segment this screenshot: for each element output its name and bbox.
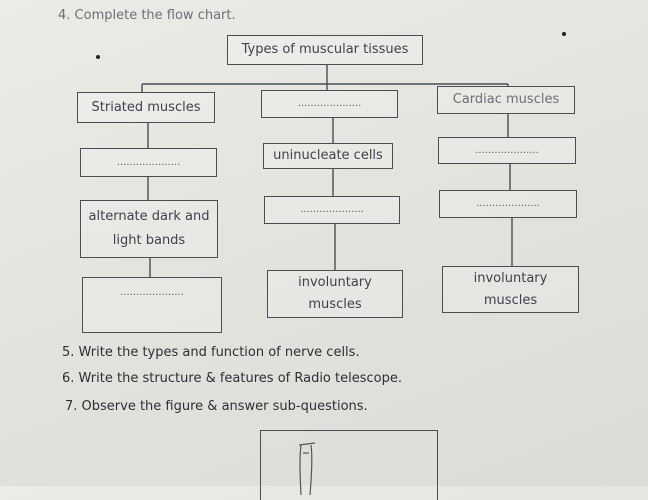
root-label: Types of muscular tissues <box>241 42 409 58</box>
question-7: 7. Observe the figure & answer sub-quest… <box>65 399 368 414</box>
figure-box <box>260 430 438 500</box>
col2-row3-blank-box: .................... <box>264 196 400 224</box>
col1-row2-blank-box: .................... <box>80 148 217 177</box>
col3-row4-line2: muscles <box>483 292 538 308</box>
col3-row4-box: involuntary muscles <box>442 266 579 313</box>
col3-row3-blank-box: .................... <box>439 190 577 218</box>
col3-row2-blank: .................... <box>475 144 539 156</box>
col1-row4-blank: .................... <box>120 287 184 298</box>
col2-row2-label: uninucleate cells <box>273 148 383 164</box>
col1-row3-line2: light bands <box>112 233 186 248</box>
col3-title-label: Cardiac muscles <box>452 92 560 108</box>
bullet-dot-left <box>96 55 100 59</box>
col1-title-label: Striated muscles <box>91 99 201 115</box>
col2-row3-blank: .................... <box>300 204 364 216</box>
question-6: 6. Write the structure & features of Rad… <box>62 371 402 386</box>
col3-row4-line1: involuntary <box>473 270 548 286</box>
col2-row2-box: uninucleate cells <box>263 143 393 169</box>
col3-title-box: Cardiac muscles <box>437 86 575 114</box>
col2-row4-line1: involuntary <box>298 275 372 291</box>
flowchart-root-box: Types of muscular tissues <box>227 35 423 65</box>
flowchart-connectors <box>141 64 513 277</box>
col2-row4-line2: muscles <box>308 297 362 312</box>
col1-row3-box: alternate dark and light bands <box>80 200 218 258</box>
col1-title-box: Striated muscles <box>77 92 215 123</box>
bullet-dot-right <box>562 32 566 36</box>
col3-row3-blank: .................... <box>476 198 540 210</box>
question-4-heading: 4. Complete the flow chart. <box>58 8 236 23</box>
test-tube-figure <box>298 442 316 496</box>
col1-row4-blank-box: .................... <box>82 277 222 333</box>
col2-row4-box: involuntary muscles <box>267 270 403 318</box>
col1-row3-line1: alternate dark and <box>88 209 210 225</box>
question-5: 5. Write the types and function of nerve… <box>62 345 360 360</box>
col3-row2-blank-box: .................... <box>438 137 576 164</box>
col2-title-blank: .................... <box>297 98 362 110</box>
col2-title-blank-box: .................... <box>261 90 398 118</box>
col1-row2-blank: .................... <box>116 156 181 168</box>
